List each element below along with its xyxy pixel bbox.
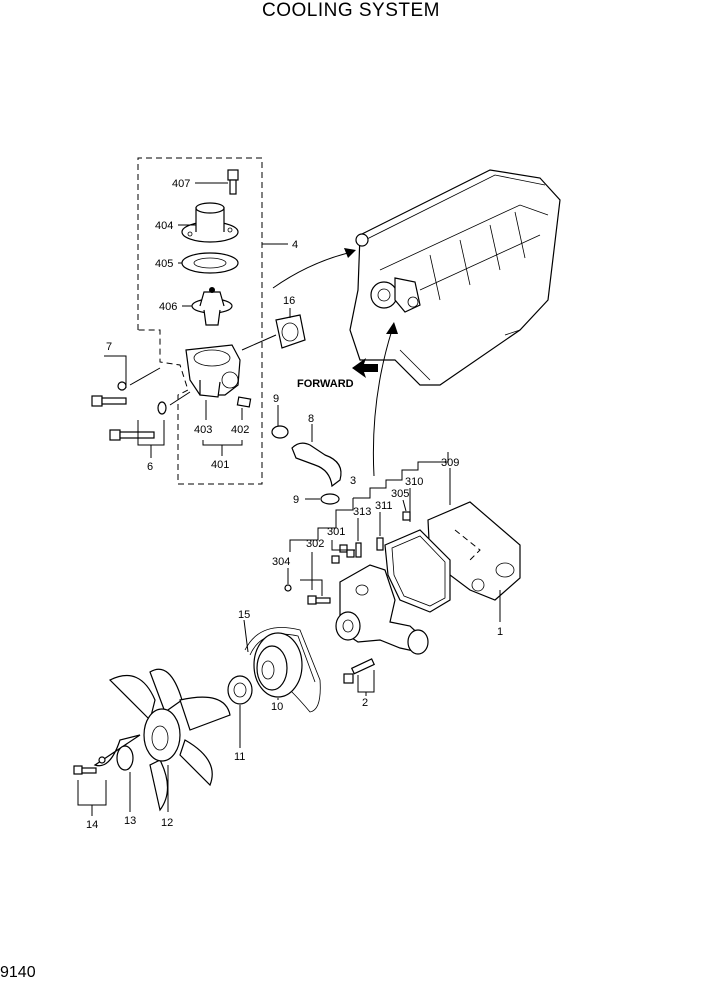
callout-310: 310 xyxy=(405,476,423,488)
callout-14: 14 xyxy=(86,819,98,831)
part-406-thermostat xyxy=(191,287,233,326)
callout-403: 403 xyxy=(194,424,212,436)
part-310-gasket xyxy=(384,529,451,613)
part-14-bolt xyxy=(73,756,106,775)
callout-309: 309 xyxy=(441,457,459,469)
callout-7: 7 xyxy=(106,341,112,353)
part-10-pulley xyxy=(253,632,303,698)
assembly-arrows xyxy=(272,248,398,477)
callout-407: 407 xyxy=(172,178,190,190)
part-6-bolt xyxy=(109,401,167,441)
part-8-hose xyxy=(291,442,342,488)
part-304-nut xyxy=(284,584,292,592)
callout-1: 1 xyxy=(497,626,503,638)
forward-arrow-icon xyxy=(352,358,378,378)
callout-405: 405 xyxy=(155,258,173,270)
callout-labels: 407 404 405 406 4 16 7 6 403 402 401 9 8… xyxy=(86,178,503,831)
callout-16: 16 xyxy=(283,295,295,307)
callout-2: 2 xyxy=(362,697,368,709)
part-403-thermostat-case xyxy=(185,344,241,398)
leader-lines xyxy=(77,182,501,816)
part-16-gasket xyxy=(275,314,306,349)
page-title: COOLING SYSTEM xyxy=(261,0,441,21)
part-11-spacer xyxy=(227,675,253,705)
part-9-clamp-lower xyxy=(320,493,340,505)
water-pump-body xyxy=(335,564,429,655)
callout-404: 404 xyxy=(155,220,173,232)
part-405-gasket xyxy=(181,252,239,274)
part-302-bolt xyxy=(307,595,331,605)
callout-10: 10 xyxy=(271,701,283,713)
callout-15: 15 xyxy=(238,609,250,621)
part-9-clamp-upper xyxy=(271,425,289,439)
part-301-bolts xyxy=(331,544,355,564)
part-402-plug xyxy=(236,396,252,408)
callout-302: 302 xyxy=(306,538,324,550)
callout-6: 6 xyxy=(147,461,153,473)
callout-301: 301 xyxy=(327,526,345,538)
callout-311: 311 xyxy=(375,500,393,512)
page-number: 9140 xyxy=(0,964,36,981)
callout-9-lower: 9 xyxy=(293,494,299,506)
part-305-plug xyxy=(402,511,411,521)
callout-8: 8 xyxy=(308,413,314,425)
forward-label: FORWARD xyxy=(297,378,354,390)
callout-13: 13 xyxy=(124,815,136,827)
callout-11: 11 xyxy=(234,751,245,763)
callout-402: 402 xyxy=(231,424,249,436)
callout-305: 305 xyxy=(391,488,409,500)
part-13-spacer xyxy=(116,745,134,771)
part-2-bolt xyxy=(343,658,376,684)
callout-313: 313 xyxy=(353,506,371,518)
callout-304: 304 xyxy=(272,556,290,568)
part-7-bolt xyxy=(91,381,127,407)
thermostat-assembly-boundary xyxy=(137,157,263,485)
part-12-fan xyxy=(93,668,231,812)
engine-block xyxy=(349,169,561,386)
callout-406: 406 xyxy=(159,301,177,313)
part-313-stud xyxy=(355,542,362,558)
callout-12: 12 xyxy=(161,817,173,829)
part-311-pin xyxy=(376,537,384,551)
callout-9-upper: 9 xyxy=(273,393,279,405)
callout-4: 4 xyxy=(292,239,298,251)
part-404-water-outlet xyxy=(181,202,239,243)
part-407-bolt xyxy=(227,169,239,195)
callout-3: 3 xyxy=(350,475,356,487)
callout-401: 401 xyxy=(211,459,229,471)
